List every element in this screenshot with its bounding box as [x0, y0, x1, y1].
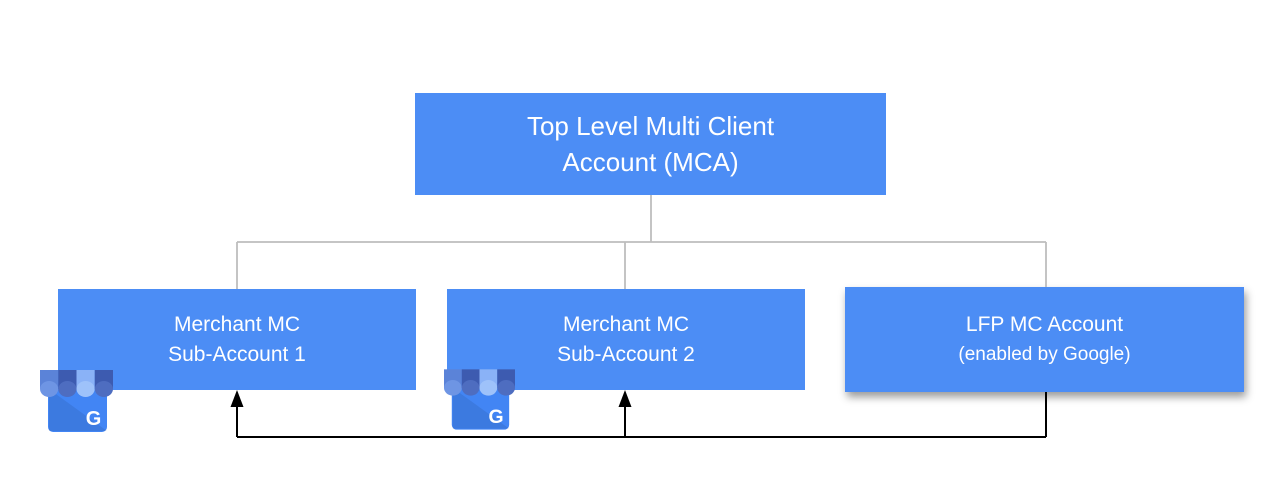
node-label-line: (enabled by Google) [958, 343, 1131, 365]
node-label-line: Merchant MC [562, 312, 690, 336]
node-lfp-mc-account: LFP MC Account (enabled by Google) [845, 287, 1244, 392]
node-label-line: Top Level Multi Client [526, 111, 775, 141]
arrow-up-icon [618, 390, 632, 407]
google-business-icon: G [40, 369, 113, 432]
google-g-letter: G [488, 406, 503, 428]
google-g-letter: G [86, 408, 102, 430]
google-business-icon: G [444, 368, 515, 430]
node-label-line: Account (MCA) [562, 147, 739, 177]
arrow-up-icon [230, 390, 244, 407]
storefront-awning [444, 369, 515, 396]
storefront-awning [40, 370, 113, 397]
node-label-line: Merchant MC [173, 312, 301, 336]
node-merchant-sub-account-2: Merchant MC Sub-Account 2 [447, 289, 805, 390]
feedback-arrow-path [236, 392, 1047, 438]
node-label-line: Sub-Account 1 [168, 342, 306, 366]
node-label-line: LFP MC Account [965, 312, 1124, 336]
node-merchant-sub-account-1: Merchant MC Sub-Account 1 [58, 289, 416, 390]
tree-connector [236, 195, 1047, 289]
node-label-line: Sub-Account 2 [557, 342, 695, 366]
node-top-level-mca: Top Level Multi Client Account (MCA) [415, 93, 886, 195]
